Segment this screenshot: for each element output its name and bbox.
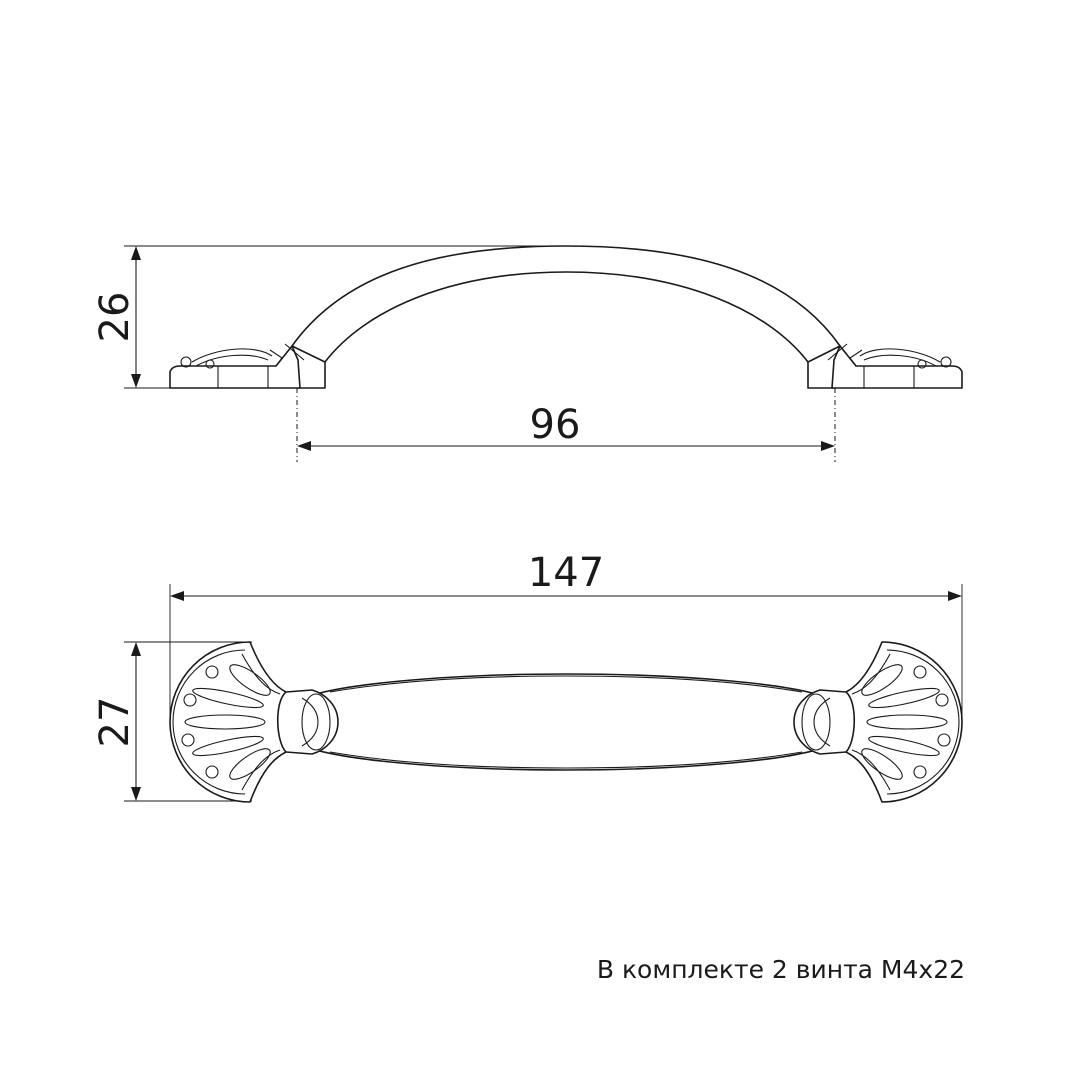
handle-grip bbox=[299, 673, 833, 771]
top-view: 147 27 bbox=[92, 550, 963, 803]
kit-note: В комплекте 2 винта М4х22 bbox=[596, 955, 965, 984]
right-rosette bbox=[793, 641, 963, 803]
dimension-label-26: 26 bbox=[92, 292, 138, 343]
dimension-height-26: 26 bbox=[92, 246, 141, 388]
side-view: 26 bbox=[92, 245, 963, 462]
dimension-label-147: 147 bbox=[528, 550, 604, 596]
left-base bbox=[169, 343, 305, 389]
right-base bbox=[827, 343, 963, 389]
dimension-height-27: 27 bbox=[92, 642, 141, 801]
dimension-label-27: 27 bbox=[92, 697, 138, 748]
dimension-spacing-96: 96 bbox=[297, 402, 835, 451]
dimension-label-96: 96 bbox=[530, 402, 581, 448]
dimension-length-147: 147 bbox=[170, 550, 962, 601]
left-rosette bbox=[169, 641, 339, 803]
